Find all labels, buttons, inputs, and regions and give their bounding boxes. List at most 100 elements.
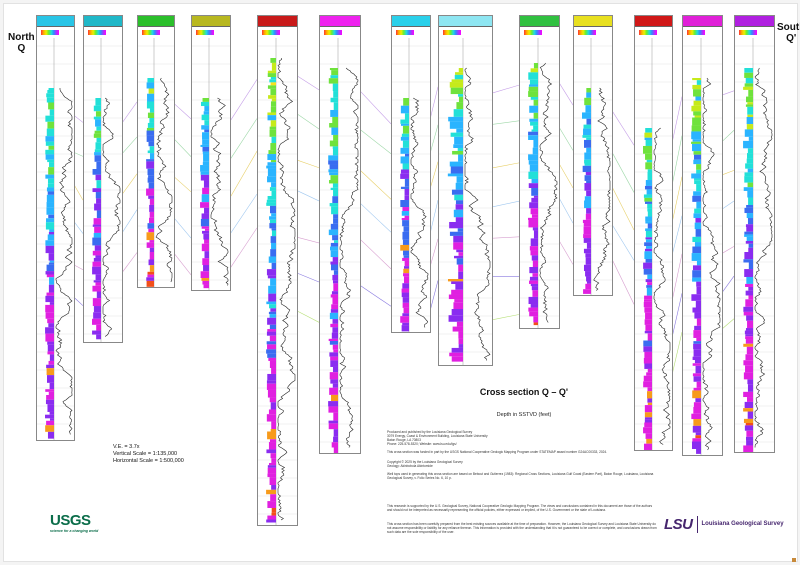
lithology-band xyxy=(748,295,753,300)
lithology-band xyxy=(47,431,54,439)
lithology-band xyxy=(644,132,652,138)
lithology-band xyxy=(333,214,338,219)
log-color-scale xyxy=(578,30,596,35)
lithology-band xyxy=(529,118,538,122)
lithology-band xyxy=(400,316,409,323)
lithology-band xyxy=(692,390,701,399)
lithology-band xyxy=(743,360,753,366)
lithology-band xyxy=(202,139,209,145)
lithology-band xyxy=(401,218,409,221)
lithology-band xyxy=(146,82,154,89)
lithology-band xyxy=(402,231,409,240)
log-tracks xyxy=(683,38,722,455)
gamma-ray-curve xyxy=(277,57,296,521)
lithology-band xyxy=(528,183,538,189)
gamma-ray-curve xyxy=(702,77,721,451)
lithology-band xyxy=(647,223,652,229)
lithology-band xyxy=(95,119,101,127)
lithology-band xyxy=(533,322,538,326)
lithology-band xyxy=(586,147,591,153)
lithology-band xyxy=(693,419,701,426)
lithology-band xyxy=(458,96,463,103)
formation-correlation-line xyxy=(358,284,392,307)
lithology-band xyxy=(333,429,338,437)
lithology-band xyxy=(400,169,409,174)
lithology-band xyxy=(451,281,463,285)
lithology-band xyxy=(692,438,701,442)
lithology-band xyxy=(269,223,276,229)
lithology-band xyxy=(645,180,652,186)
lithology-band xyxy=(583,264,591,272)
lithology-band xyxy=(46,202,54,208)
lithology-band xyxy=(582,219,591,224)
lithology-band xyxy=(454,136,463,145)
lithology-band xyxy=(47,121,54,129)
lithology-band xyxy=(46,364,54,369)
lithology-band xyxy=(643,357,652,364)
lithology-band xyxy=(645,139,652,146)
lithology-band xyxy=(201,278,209,281)
lithology-band xyxy=(203,180,209,188)
lithology-band xyxy=(328,229,338,236)
lithology-band xyxy=(46,194,54,203)
north-mark: Q xyxy=(17,43,26,54)
lithology-band xyxy=(46,93,54,98)
lithology-band xyxy=(691,131,701,140)
lithology-band xyxy=(270,82,276,86)
lithology-band xyxy=(94,149,101,153)
lithology-band xyxy=(746,276,753,284)
log-color-scale xyxy=(524,30,542,35)
formation-correlation-line xyxy=(720,170,735,176)
lithology-band xyxy=(455,200,463,205)
lithology-band xyxy=(147,177,154,183)
lithology-band xyxy=(746,158,753,164)
formation-correlation-line xyxy=(358,168,392,200)
lithology-band xyxy=(693,159,701,165)
lithology-band xyxy=(692,265,701,271)
lithology-band xyxy=(644,319,652,325)
lithology-band xyxy=(528,72,538,80)
lithology-band xyxy=(46,292,54,296)
lithology-band xyxy=(203,111,209,115)
lithology-band xyxy=(644,248,652,252)
lithology-band xyxy=(48,360,54,365)
lithology-band xyxy=(46,187,54,192)
lithology-band xyxy=(583,248,591,254)
lithology-band xyxy=(267,154,276,161)
lithology-band xyxy=(456,128,463,133)
lithology-band xyxy=(695,432,701,436)
lithology-band xyxy=(268,150,276,155)
lithology-band xyxy=(148,195,154,199)
lithology-band xyxy=(332,297,338,305)
lithology-band xyxy=(271,368,276,374)
lithology-band xyxy=(148,175,154,178)
lithology-band xyxy=(691,253,701,261)
formation-correlation-line xyxy=(228,118,258,162)
lithology-band xyxy=(531,286,538,291)
well-header xyxy=(37,16,74,27)
lithology-band xyxy=(270,402,276,410)
lithology-band xyxy=(92,168,101,175)
lithology-band xyxy=(46,218,54,223)
lithology-band xyxy=(202,146,209,152)
well-log-3 xyxy=(137,15,175,288)
lithology-band xyxy=(146,135,154,142)
lithology-band xyxy=(528,296,538,305)
lithology-band xyxy=(147,150,154,154)
lithology-band xyxy=(95,192,101,199)
lithology-band xyxy=(530,68,538,73)
lithology-band xyxy=(93,306,101,313)
lithology-band xyxy=(204,207,209,214)
lithology-band xyxy=(586,137,591,140)
formation-correlation-line xyxy=(120,252,138,275)
lithology-band xyxy=(267,176,276,183)
lithology-band xyxy=(204,120,209,126)
usgs-wordmark: USGS xyxy=(50,512,91,529)
lithology-band xyxy=(92,318,101,325)
lithology-band xyxy=(584,139,591,148)
lithology-band xyxy=(528,217,538,220)
publisher-block: Produced and published by the Louisiana … xyxy=(387,430,657,446)
lithology-band xyxy=(93,218,101,225)
lithology-band xyxy=(585,213,591,220)
log-tracks xyxy=(258,38,297,525)
